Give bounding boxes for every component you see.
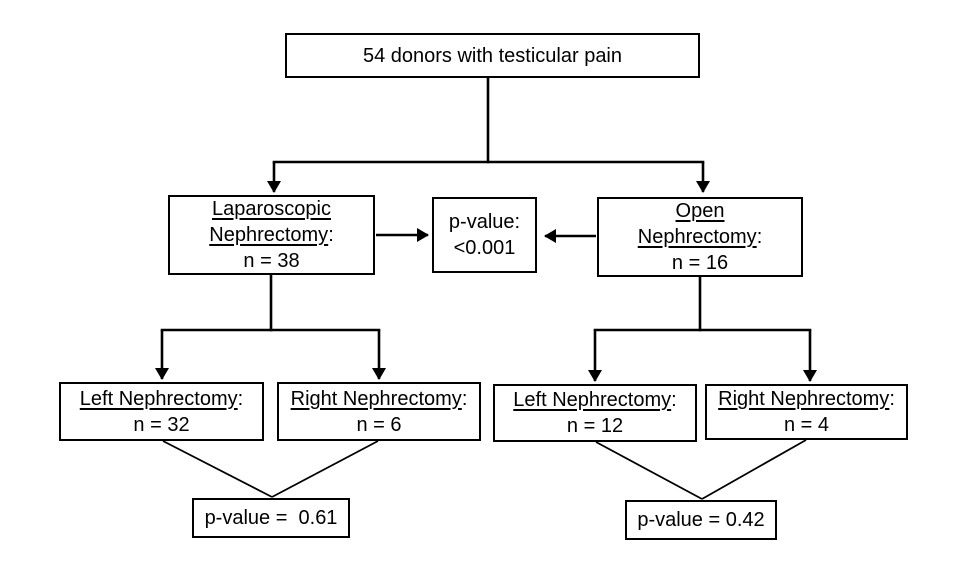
edge-lapleft-to-pvalue <box>162 440 273 498</box>
node-count: n = 38 <box>243 250 300 272</box>
underlined-text: Right Nephrectomy <box>718 388 890 410</box>
node-label: 54 donors with testicular pain <box>362 44 623 67</box>
colon: : <box>889 388 895 410</box>
node-title: Right Nephrectomy: <box>718 386 895 412</box>
node-count: n = 16 <box>671 252 729 274</box>
edge-openleft-to-pvalue <box>595 441 703 500</box>
underlined-text: Left Nephrectomy <box>513 389 672 411</box>
underlined-text: Open <box>675 200 725 222</box>
node-count: n = 12 <box>566 415 624 437</box>
tree-edges <box>155 78 817 382</box>
colon: : <box>756 226 763 248</box>
underlined-text: Nephrectomy <box>637 226 757 248</box>
edge-openright-to-pvalue <box>701 439 807 500</box>
node-open-left-nephrectomy: Left Nephrectomy: n = 12 <box>493 384 697 442</box>
colon: : <box>237 387 244 410</box>
node-open-nephrectomy: Open Nephrectomy: n = 16 <box>597 197 803 277</box>
node-title: Left Nephrectomy: <box>80 386 243 412</box>
underlined-text: Laparoscopic <box>212 198 331 220</box>
node-p-value-open: p-value = 0.42 <box>625 500 777 540</box>
node-total-donors: 54 donors with testicular pain <box>285 33 700 78</box>
node-count: n = 32 <box>133 413 190 436</box>
underlined-text: Right Nephrectomy <box>290 387 462 410</box>
node-lap-right-nephrectomy: Right Nephrectomy: n = 6 <box>277 382 481 441</box>
node-title-line2: Nephrectomy: <box>638 224 763 250</box>
pvalue-converging-lines <box>162 439 807 500</box>
node-title: Left Nephrectomy: <box>513 387 676 413</box>
p-value-label: p-value = 0.42 <box>637 509 765 531</box>
p-value-label: p-value: <box>448 211 521 233</box>
node-open-right-nephrectomy: Right Nephrectomy: n = 4 <box>705 384 908 440</box>
colon: : <box>461 387 468 410</box>
node-p-value-laparoscopic: p-value = 0.61 <box>192 498 350 538</box>
p-value-number: <0.001 <box>453 237 516 259</box>
node-count: n = 6 <box>356 413 402 436</box>
underlined-text: Left Nephrectomy <box>79 387 238 410</box>
underlined-text: Nephrectomy <box>209 224 329 246</box>
p-value-label: p-value = 0.61 <box>204 507 338 529</box>
node-count: n = 4 <box>783 414 830 436</box>
colon: : <box>671 389 677 411</box>
node-title-line1: Open <box>676 198 725 224</box>
node-p-value-main: p-value: <0.001 <box>432 197 537 273</box>
node-lap-left-nephrectomy: Left Nephrectomy: n = 32 <box>59 382 264 441</box>
colon: : <box>328 224 334 246</box>
edge-lapright-to-pvalue <box>271 440 379 498</box>
node-title-line1: Laparoscopic <box>212 196 331 222</box>
node-title-line2: Nephrectomy: <box>209 222 334 248</box>
node-laparoscopic-nephrectomy: Laparoscopic Nephrectomy: n = 38 <box>168 195 375 275</box>
node-title: Right Nephrectomy: <box>291 386 468 412</box>
